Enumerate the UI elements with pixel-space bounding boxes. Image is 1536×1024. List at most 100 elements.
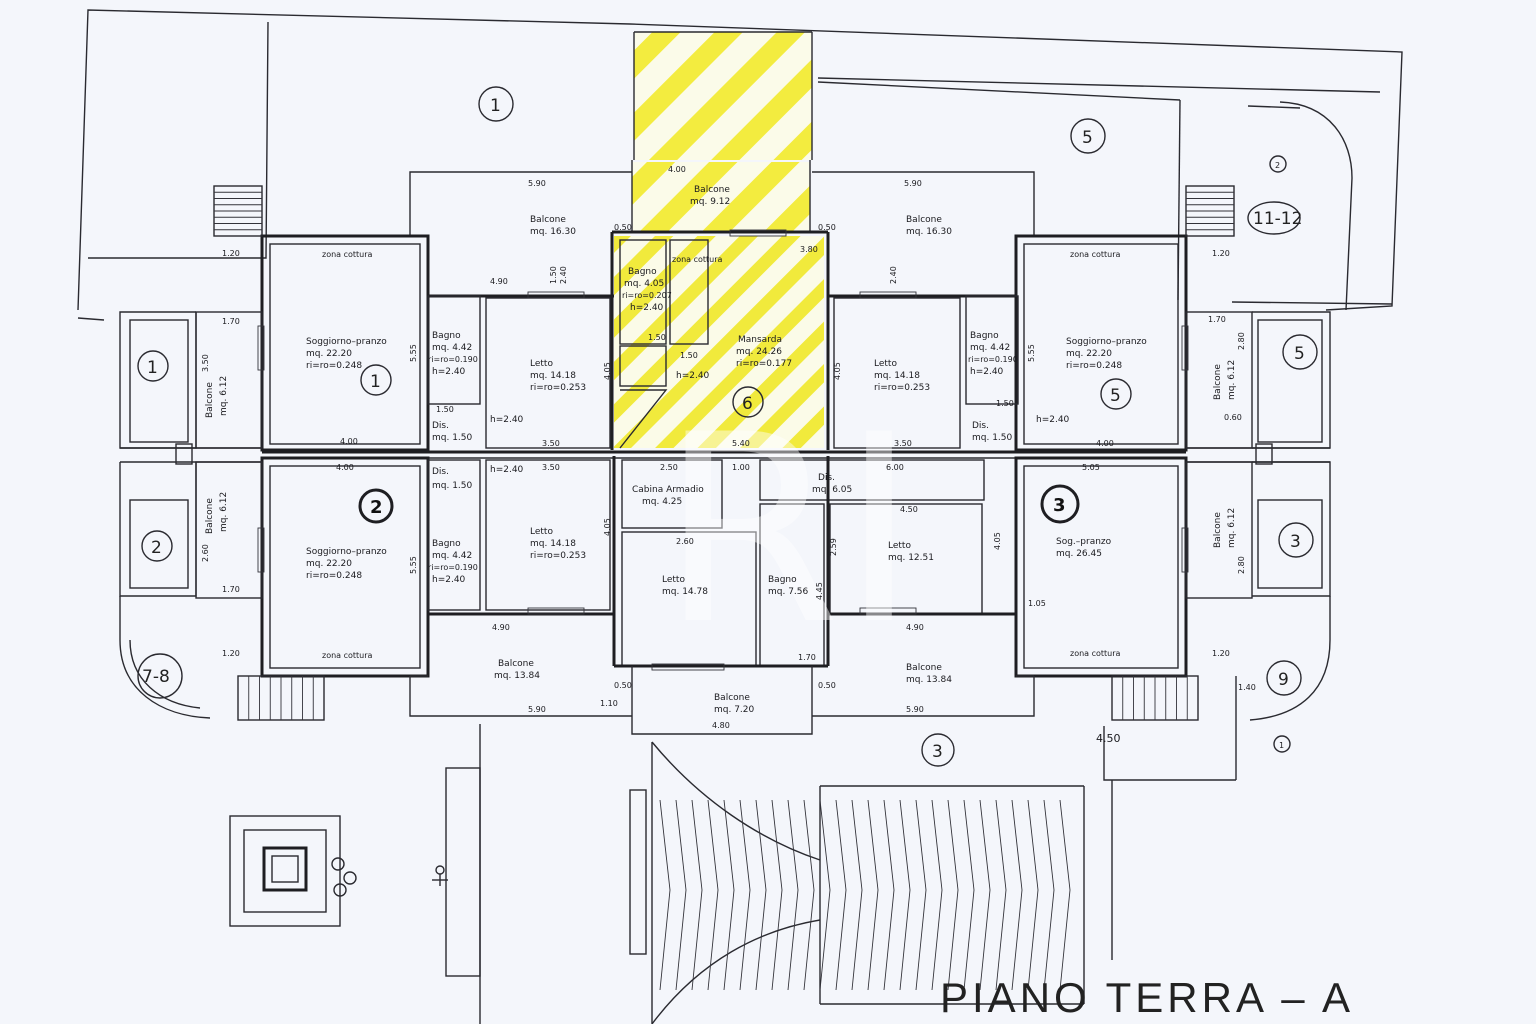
window-icon (1181, 325, 1189, 371)
window-icon (527, 291, 585, 299)
hatched-mansarda (614, 236, 824, 448)
dim-1-50-d: 1.50 (648, 333, 666, 342)
person-icon (432, 865, 448, 886)
ramp-chevron (979, 799, 991, 991)
dim-5-90-top-left: 5.90 (528, 179, 546, 188)
dim-4-00-b: 4.00 (1096, 439, 1114, 448)
marker-1-left: 1 (147, 358, 158, 378)
dim-5-40: 5.40 (732, 439, 750, 448)
ramp-chevron (803, 799, 815, 991)
zona-cottura-top-right: zona cottura (1070, 250, 1121, 259)
dis-2-area: mq. 1.50 (432, 481, 473, 491)
ramp-chevron (771, 799, 783, 991)
ramp-chevron (659, 799, 671, 991)
dim-4-05-v-d: 4.05 (993, 532, 1002, 550)
marker-3-bottom: 3 (932, 742, 943, 762)
dis-5-name: Dis. (972, 421, 989, 431)
dim-2-40-v-a: 2.40 (559, 266, 568, 284)
ramp-chevron (723, 799, 735, 991)
bagno-2-name: Bagno (432, 539, 461, 549)
dim-3-50-v: 3.50 (201, 354, 210, 372)
ramp-chevron (1027, 799, 1039, 991)
ramp-chevron (1011, 799, 1023, 991)
dim-4-50: 4.50 (1096, 732, 1121, 745)
soggiorno-1-area: mq. 22.20 (306, 349, 352, 359)
bagno-1-area: mq. 4.42 (432, 343, 472, 353)
window-icon (729, 229, 787, 237)
ramp-chevron (915, 799, 927, 991)
cabina-armadio-area: mq. 4.25 (642, 497, 682, 507)
letto-center-area: mq. 14.78 (662, 587, 708, 597)
dim-6-00: 6.00 (886, 463, 904, 472)
marker-9: 9 (1278, 670, 1289, 690)
soggiorno-5-name: Soggiorno–pranzo (1066, 337, 1147, 347)
dim-2-80-v-a: 2.80 (1237, 332, 1246, 350)
dim-3-50-d: 3.50 (542, 463, 560, 472)
dim-3-50-a: 3.50 (542, 439, 560, 448)
dim-3-50-b: 3.50 (894, 439, 912, 448)
bagno-2-ratio: ri=ro=0.190 (428, 563, 478, 572)
right-wing (1103, 185, 1331, 781)
soggiorno-2-ratio: ri=ro=0.248 (306, 571, 362, 581)
dis-2-height: h=2.40 (490, 465, 524, 475)
balcony-top-right-name: Balcone (906, 215, 942, 225)
ramp-chevron (787, 799, 799, 991)
dim-1-50-e: 1.50 (680, 351, 698, 360)
ramp-chevron (963, 799, 975, 991)
balcony-top-center-name: Balcone (694, 185, 730, 195)
dim-1-70-b: 1.70 (1208, 315, 1226, 324)
balcony-top-left-area: mq. 16.30 (530, 227, 576, 237)
window-icon (257, 325, 265, 371)
balcony-left-1-area: mq. 6.12 (219, 376, 229, 416)
letto-3-area: mq. 12.51 (888, 553, 934, 563)
mansarda-area: mq. 24.26 (736, 347, 782, 357)
balcony-top-right-area: mq. 16.30 (906, 227, 952, 237)
dim-1-20-c: 1.20 (222, 649, 240, 658)
dim-4-90-left: 4.90 (490, 277, 508, 286)
dim-4-05-v-b: 4.05 (833, 362, 842, 380)
dis-5-height: h=2.40 (1036, 415, 1070, 425)
window-icon (1181, 527, 1189, 573)
soggiorno-2-area: mq. 22.20 (306, 559, 352, 569)
dim-1-10: 1.10 (600, 699, 618, 708)
window-icon (859, 607, 917, 615)
marker-5-right: 5 (1294, 344, 1305, 364)
letto-2-name: Letto (530, 527, 553, 537)
ramp-chevron (755, 799, 767, 991)
dim-2-59-v: 2.59 (829, 538, 838, 556)
unit-2-label: 2 (370, 497, 383, 518)
dim-0-50-b: 0.50 (818, 223, 836, 232)
ramp-chevron (739, 799, 751, 991)
dim-1-20-b: 1.20 (1212, 249, 1230, 258)
dim-1-70-a: 1.70 (222, 317, 240, 326)
bagno-center-area: mq. 7.56 (768, 587, 809, 597)
bagno-2-area: mq. 4.42 (432, 551, 472, 561)
letto-3-name: Letto (888, 541, 911, 551)
bagno-1-ratio: ri=ro=0.190 (428, 355, 478, 364)
balcony-left-2-area: mq. 6.12 (219, 492, 229, 532)
balcony-bottom-center-area: mq. 7.20 (714, 705, 755, 715)
dim-1-50-v-a: 1.50 (549, 266, 558, 284)
letto-5-area: mq. 14.18 (874, 371, 920, 381)
balcony-right-1-name: Balcone (1213, 364, 1223, 400)
ramp-chevron (707, 799, 719, 991)
soggiorno-1-name: Soggiorno–pranzo (306, 337, 387, 347)
bagno-1-name: Bagno (432, 331, 461, 341)
dim-1-40: 1.40 (1238, 683, 1256, 692)
letto-1-ratio: ri=ro=0.253 (530, 383, 586, 393)
ramp-chevron (899, 799, 911, 991)
dim-1-20-a: 1.20 (222, 249, 240, 258)
soggiorno-3-area: mq. 26.45 (1056, 549, 1102, 559)
ramp-chevron (995, 799, 1007, 991)
dim-4-00-top-center: 4.00 (668, 165, 686, 174)
ramp-chevron (931, 799, 943, 991)
hatched-area-top (634, 32, 812, 160)
ramp-chevron (675, 799, 687, 991)
dim-1-50-b: 1.50 (436, 405, 454, 414)
balcony-bottom-right-area: mq. 13.84 (906, 675, 952, 685)
dim-5-90-top-right: 5.90 (904, 179, 922, 188)
soggiorno-5-area: mq. 22.20 (1066, 349, 1112, 359)
dim-2-40-v-b: 2.40 (889, 266, 898, 284)
dim-4-90-bottom-right: 4.90 (906, 623, 924, 632)
